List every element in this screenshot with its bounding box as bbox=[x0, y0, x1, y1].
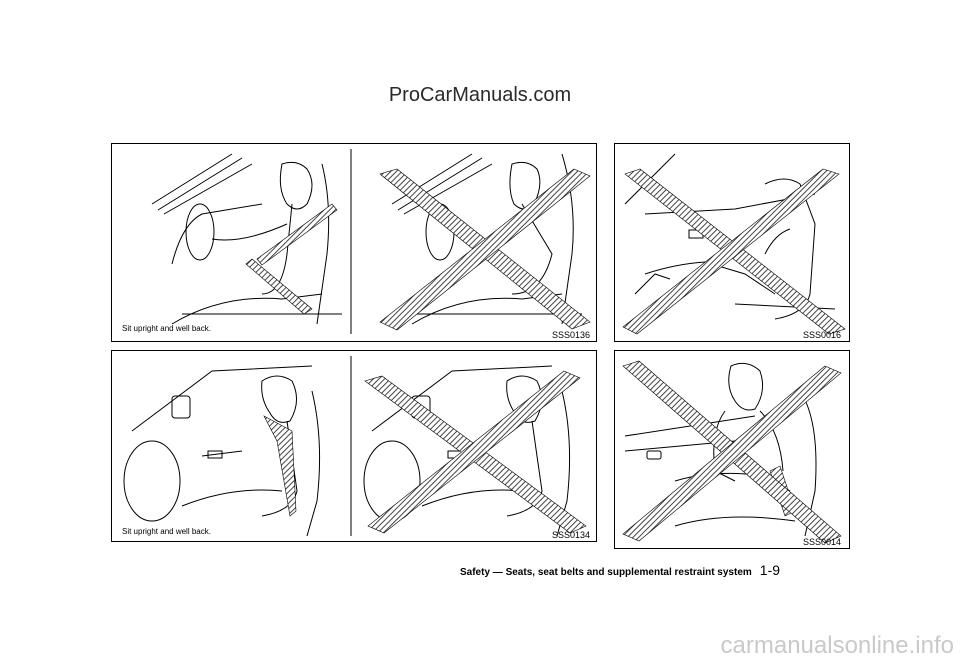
passenger-posture-drawing bbox=[123, 356, 587, 537]
illustration-driver-posture: Sit upright and well back. SSS0136 bbox=[111, 143, 597, 342]
driver-posture-drawing bbox=[151, 149, 591, 334]
figure-code: SSS0014 bbox=[803, 537, 842, 547]
feet-on-dash-drawing bbox=[622, 153, 846, 335]
page-number: 1-9 bbox=[759, 562, 781, 578]
illustration-belt-under-arm: SSS0014 bbox=[614, 350, 850, 549]
watermark-top: ProCarManuals.com bbox=[388, 84, 572, 106]
watermark-bottom: carmanualsonline.info bbox=[720, 632, 954, 659]
page-footer: Safety — Seats, seat belts and supplemen… bbox=[460, 562, 862, 580]
section-title: Safety — Seats, seat belts and supplemen… bbox=[460, 567, 752, 578]
panel-caption: Sit upright and well back. bbox=[122, 324, 211, 333]
illustration-feet-on-dash: SSS0016 bbox=[614, 143, 850, 342]
figure-code: SSS0136 bbox=[552, 330, 591, 340]
belt-under-arm-drawing bbox=[622, 360, 842, 544]
illustration-passenger-posture: Sit upright and well back. SSS0134 bbox=[111, 350, 597, 542]
figure-code: SSS0134 bbox=[552, 530, 591, 540]
figure-code: SSS0016 bbox=[803, 330, 842, 340]
panel-caption: Sit upright and well back. bbox=[122, 527, 211, 536]
